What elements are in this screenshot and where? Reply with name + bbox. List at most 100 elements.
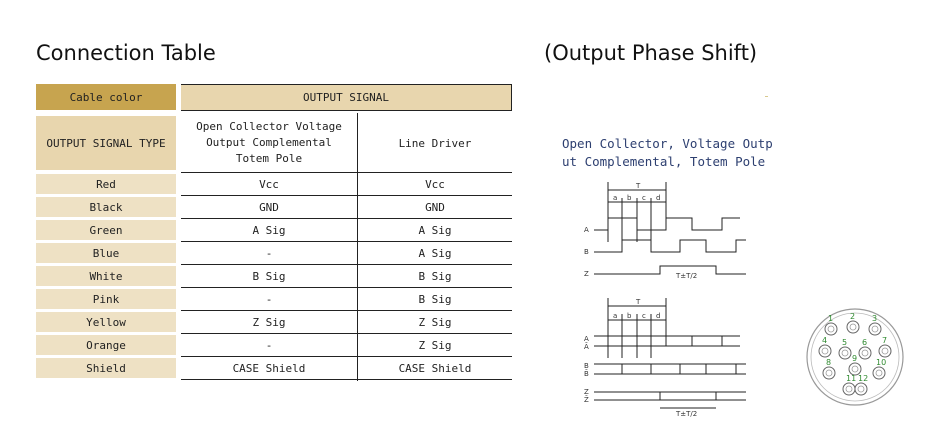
signal-a-wave	[594, 335, 740, 347]
row-separator	[181, 310, 512, 311]
connection-table-title: Connection Table	[36, 41, 216, 65]
sub-label-a: a	[613, 194, 617, 202]
connector-pin-number: 4	[822, 336, 827, 345]
connector-pin-number: 5	[842, 338, 847, 347]
signal-a-wave	[594, 217, 740, 231]
row-separator	[181, 333, 512, 334]
cable-color-cell: Orange	[36, 335, 176, 355]
signal-z-wave	[594, 265, 746, 275]
sub-label-b: b	[627, 312, 632, 320]
signal-b-label: B	[584, 362, 589, 370]
connector-pin-number: 11	[846, 374, 856, 383]
cable-color-cell: Shield	[36, 358, 176, 378]
connector-pin-hole	[845, 385, 853, 393]
connector-pin-number: 3	[872, 314, 877, 323]
signal-z-label: Z	[584, 388, 589, 396]
open-collector-cell: -	[265, 292, 273, 306]
row-separator	[181, 356, 512, 357]
connector-pin-hole	[841, 349, 849, 357]
signal-z-wave	[594, 391, 746, 401]
sub-label-d: d	[656, 194, 660, 202]
signal-b-bar-wave	[594, 363, 746, 375]
open-collector-header: Open Collector Voltage Output Complement…	[196, 120, 342, 165]
connector-pin	[822, 366, 836, 380]
sub-label-c: c	[642, 194, 646, 202]
connector-pin	[824, 322, 838, 336]
stray-dot	[765, 96, 768, 97]
connector-inner-ring	[810, 312, 900, 402]
line-driver-cell: GND	[425, 200, 445, 214]
open-collector-cell: B Sig	[252, 269, 286, 283]
phase-description: Open Collector, Voltage Outp ut Compleme…	[562, 135, 773, 171]
cable-color-header: Cable color	[36, 84, 176, 110]
connector-pin-hole	[851, 365, 859, 373]
open-collector-cell: Vcc	[259, 177, 279, 191]
cable-color-cell: White	[36, 266, 176, 286]
signal-a-label: A	[584, 335, 589, 343]
connector-pin	[858, 346, 872, 360]
signal-b-wave	[594, 239, 746, 253]
connector-pin	[838, 346, 852, 360]
cable-color-cell: Yellow	[36, 312, 176, 332]
row-separator	[181, 241, 512, 242]
timing-diagram-open-collector: T a b c d A B Z T±T/2	[584, 182, 746, 280]
line-driver-cell: B Sig	[418, 292, 452, 306]
z-width-label: T±T/2	[675, 272, 697, 280]
connector-pin	[868, 322, 882, 336]
output-signal-type-header: OUTPUT SIGNAL TYPE	[36, 116, 176, 170]
line-driver-cell: B Sig	[418, 269, 452, 283]
phase-description-line-2: ut Complemental, Totem Pole	[562, 154, 766, 169]
connector-pin	[842, 382, 856, 396]
signal-z-label: Z	[584, 270, 589, 278]
connector-pin-number: 12	[858, 374, 868, 383]
connector-pin	[818, 344, 832, 358]
connector-pin	[872, 366, 886, 380]
row-separator	[181, 195, 512, 196]
open-collector-cell: GND	[259, 200, 279, 214]
cable-color-cell: Green	[36, 220, 176, 240]
connector-pin-number: 2	[850, 312, 855, 321]
z-width-label: T±T/2	[675, 410, 697, 418]
cable-color-cell: Blue	[36, 243, 176, 263]
timing-diagram-line-driver: T a b c d A Ā B B̄ Z Z̄ T±T/2	[584, 298, 746, 418]
connector-pin-hole	[875, 369, 883, 377]
period-label: T	[635, 298, 641, 306]
column-divider	[357, 113, 358, 381]
connector-pin-number: 10	[876, 358, 886, 367]
cable-color-cell: Pink	[36, 289, 176, 309]
open-collector-cell: CASE Shield	[232, 361, 306, 375]
open-collector-cell: A Sig	[252, 223, 286, 237]
cable-color-cell: Black	[36, 197, 176, 217]
row-separator	[181, 287, 512, 288]
row-separator	[181, 264, 512, 265]
signal-a-bar-wave	[594, 335, 740, 347]
connector-pin-number: 9	[852, 354, 857, 363]
line-driver-cell: A Sig	[418, 223, 452, 237]
connector-pin-hole	[861, 349, 869, 357]
row-separator	[181, 218, 512, 219]
signal-a-bar-label: Ā	[584, 342, 589, 351]
connector-pin-number: 8	[826, 358, 831, 367]
line-driver-cell: Z Sig	[418, 315, 452, 329]
output-phase-shift-title: (Output Phase Shift)	[544, 41, 758, 65]
connector-pin	[848, 362, 862, 376]
connector-pin-hole	[821, 347, 829, 355]
cable-color-cell: Red	[36, 174, 176, 194]
connector-pin-hole	[825, 369, 833, 377]
line-driver-cell: Z Sig	[418, 338, 452, 352]
row-separator	[181, 172, 512, 173]
signal-z-bar-wave	[594, 391, 746, 401]
sub-label-b: b	[627, 194, 632, 202]
line-driver-cell: A Sig	[418, 246, 452, 260]
open-collector-cell: -	[265, 338, 273, 352]
connector-pin	[878, 344, 892, 358]
connector-pin-hole	[871, 325, 879, 333]
line-driver-cell: CASE Shield	[398, 361, 472, 375]
connector-pin-number: 1	[828, 314, 833, 323]
connector-pin-hole	[881, 347, 889, 355]
signal-a-label: A	[584, 226, 589, 234]
phase-description-line-1: Open Collector, Voltage Outp	[562, 136, 773, 151]
open-collector-cell: Z Sig	[252, 315, 286, 329]
signal-b-label: B	[584, 248, 589, 256]
